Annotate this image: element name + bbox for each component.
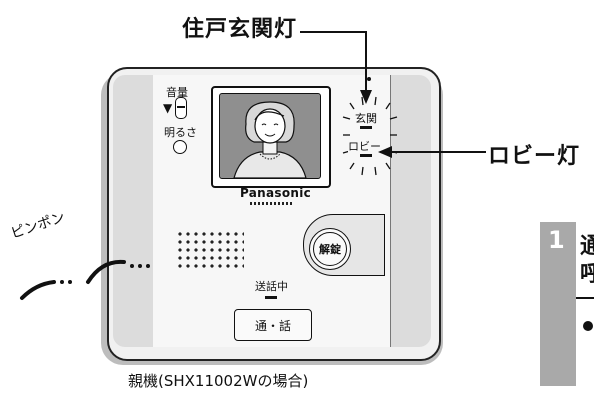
lobby-indicator-lamp <box>360 154 372 157</box>
entrance-indicator-lamp <box>360 126 372 129</box>
step-divider <box>576 297 594 299</box>
indicator-glow-lines <box>340 95 400 184</box>
talk-button-label: 通・話 <box>254 318 291 333</box>
entrance-light-callout: 住戸玄関灯 <box>182 17 298 42</box>
monitor-screen <box>219 93 321 179</box>
speaker-grille <box>176 230 244 272</box>
lobby-indicator-label: ロビー <box>348 138 381 154</box>
entrance-indicator-label: 玄関 <box>355 110 377 126</box>
step-bullet <box>583 321 593 331</box>
talk-button[interactable]: 通・話 <box>234 309 312 341</box>
volume-slider[interactable] <box>175 97 187 119</box>
chime-sound-waves <box>20 259 150 300</box>
brightness-knob[interactable] <box>173 140 187 154</box>
volume-label: 音量 <box>166 86 188 99</box>
brand-dots <box>250 202 294 205</box>
chime-text: ピンポン <box>8 209 68 243</box>
lobby-light-callout: ロビー灯 <box>488 144 581 169</box>
brand-logo: Panasonic <box>240 186 312 200</box>
unlock-button-label: 解錠 <box>319 243 341 256</box>
talking-indicator-lamp <box>265 296 277 299</box>
step-title-line2: 呼 <box>580 262 594 287</box>
left-side-panel <box>113 75 154 347</box>
entrance-callout-arrow <box>300 31 372 104</box>
step-title-line1: 通 <box>580 234 594 259</box>
device-caption: 親機(SHX11002Wの場合) <box>128 372 309 390</box>
unlock-button[interactable]: 解錠 <box>309 228 351 270</box>
right-side-panel <box>390 75 431 347</box>
lobby-callout-arrow <box>378 146 486 158</box>
brightness-label: 明るさ <box>164 126 197 139</box>
step-badge <box>540 222 576 386</box>
sensor-dot <box>367 77 371 81</box>
talking-label: 送話中 <box>255 280 288 293</box>
volume-icon: ▼ <box>163 101 173 115</box>
visitor-image <box>233 101 307 178</box>
step-number: 1 <box>548 226 565 254</box>
